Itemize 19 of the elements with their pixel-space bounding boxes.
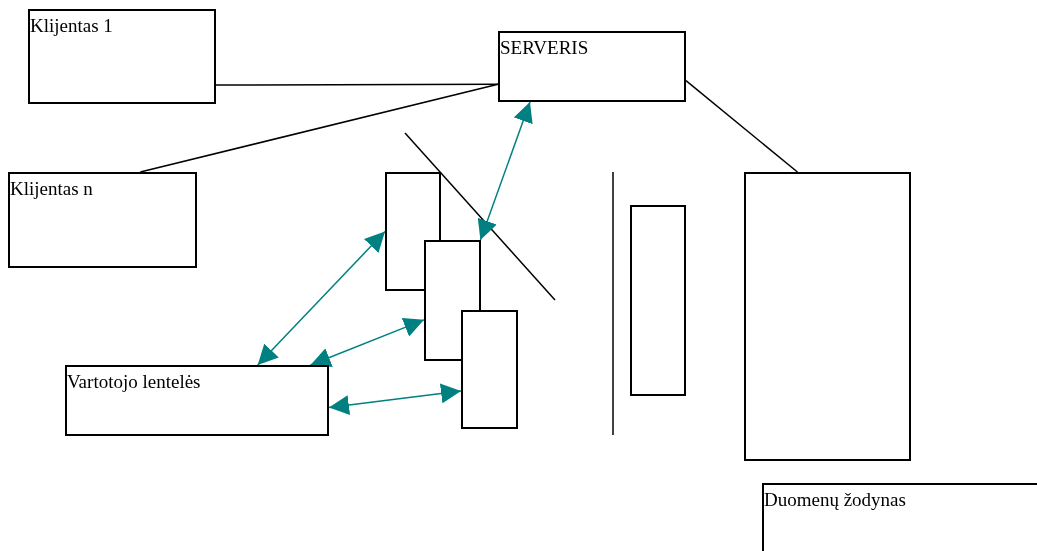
connector-line (685, 79, 799, 173)
double-arrow (256, 230, 386, 366)
double-arrow (477, 101, 533, 241)
connector-line (139, 83, 499, 173)
empty-box (630, 205, 686, 396)
box-label: Vartotojo lentelės (67, 371, 201, 393)
text-box (762, 483, 1037, 551)
text-box (28, 9, 216, 104)
empty-box (744, 172, 911, 461)
empty-box (461, 310, 518, 429)
box-label: Klijentas n (10, 178, 93, 200)
box-label: SERVERIS (500, 37, 589, 59)
box-label: Duomenų žodynas (764, 489, 906, 511)
double-arrow (328, 383, 462, 415)
text-box (65, 365, 329, 436)
text-box (8, 172, 197, 268)
text-box (498, 31, 686, 102)
double-arrow (309, 317, 425, 367)
box-label: Klijentas 1 (30, 15, 113, 37)
